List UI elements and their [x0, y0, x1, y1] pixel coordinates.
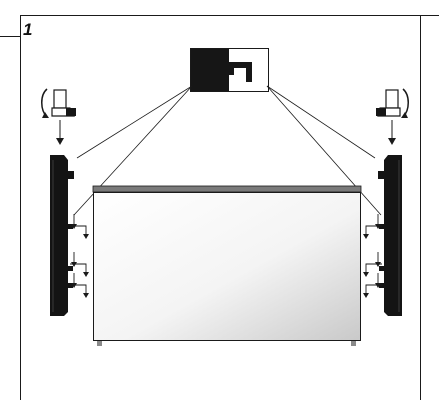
tv-panel	[92, 185, 362, 346]
left-hook-arrowheads	[71, 224, 89, 298]
right-lift-bracket-icon	[376, 88, 409, 118]
step-number: 1	[23, 20, 33, 39]
left-down-arrow	[56, 120, 64, 145]
bracket-detail-icon	[190, 48, 269, 92]
page-border	[0, 15, 439, 400]
right-hook-arrowheads	[363, 224, 381, 298]
right-down-arrow	[388, 120, 396, 145]
right-wall-bracket	[378, 155, 402, 316]
left-lift-bracket-icon	[41, 88, 76, 118]
left-wall-bracket	[50, 155, 74, 316]
